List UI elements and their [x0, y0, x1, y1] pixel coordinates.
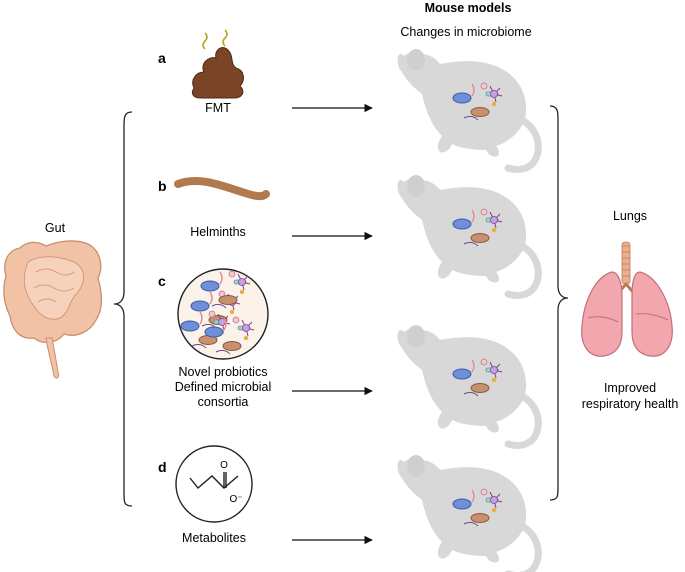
right-bracket [549, 105, 569, 501]
panel-label-c-line3: consortia [198, 395, 249, 409]
gut-label: Gut [45, 221, 66, 235]
molecule-oxygen-atom: O [220, 460, 228, 471]
panel-letter-b: b [158, 178, 167, 194]
panel-label-c-line2: Defined microbial [175, 380, 272, 394]
mouse-c [398, 325, 539, 446]
molecule-circle-icon [175, 445, 253, 523]
panel-letter-a: a [158, 50, 166, 66]
header-subtitle: Changes in microbiome [400, 25, 531, 39]
panel-letter-c: c [158, 273, 166, 289]
gut-illustration [3, 240, 103, 379]
stool-icon [191, 29, 244, 99]
left-bracket [113, 111, 133, 507]
microbe-circle-icon [177, 268, 269, 360]
panel-label-d: Metabolites [182, 531, 246, 545]
lungs-label: Lungs [613, 209, 647, 223]
panel-label-b: Helminths [190, 225, 246, 239]
outcome-line2: respiratory health [582, 397, 679, 411]
mouse-d [398, 455, 539, 572]
header-title: Mouse models [425, 1, 512, 15]
outcome-line1: Improved [604, 381, 656, 395]
molecule-oxygen-anion: O⁻ [229, 494, 242, 505]
mouse-a [398, 49, 539, 170]
worm-icon [174, 177, 270, 201]
lungs-illustration [581, 241, 673, 357]
panel-label-a: FMT [205, 101, 231, 115]
panel-label-c-line1: Novel probiotics [179, 365, 268, 379]
mouse-b [398, 175, 539, 296]
panel-letter-d: d [158, 459, 167, 475]
